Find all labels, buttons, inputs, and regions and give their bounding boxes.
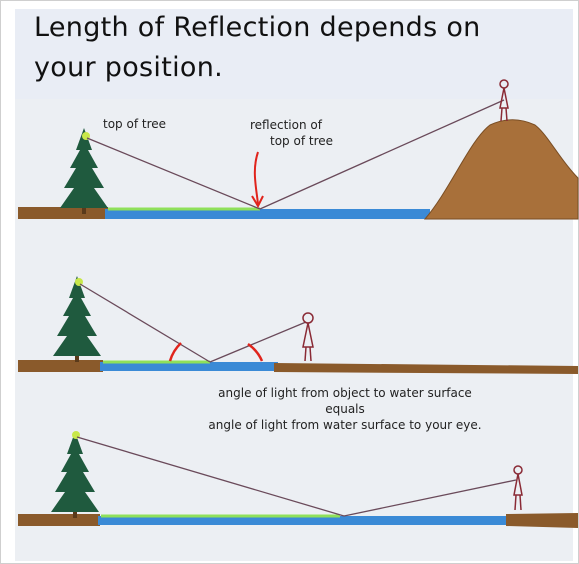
panel-1-water xyxy=(105,209,430,219)
panel-1-hill-view xyxy=(18,79,579,220)
panel-3-ray-incoming xyxy=(76,436,345,517)
panel-3-ray-reflected xyxy=(343,479,517,517)
title-line-1: Length of Reflection depends on xyxy=(34,12,481,43)
label-reflection-line-1: reflection of xyxy=(250,118,322,132)
panel-3-ground-right xyxy=(506,513,578,528)
panel-2-ray-incoming xyxy=(79,283,211,363)
panel-3-far-view xyxy=(18,431,578,528)
panel-2-ray-reflected xyxy=(209,321,307,363)
title-band xyxy=(15,9,573,99)
label-top-of-tree: top of tree xyxy=(103,117,166,131)
caption-line-1: angle of light from object to water surf… xyxy=(218,386,472,400)
panel-2-ground-right xyxy=(274,363,578,374)
caption-line-3: angle of light from water surface to you… xyxy=(208,418,482,432)
title-line-2: your position. xyxy=(34,52,224,83)
panel-2-tree-icon xyxy=(53,276,101,362)
panel-1-hill xyxy=(423,119,579,220)
panel-1-ground-left xyxy=(18,207,108,219)
panel-2-person-icon xyxy=(302,312,314,362)
panel-1-ray-incoming xyxy=(86,137,261,210)
panel-2-water xyxy=(100,362,278,371)
panel-1-person-icon xyxy=(499,79,509,122)
panel-1-reflection-arrow xyxy=(251,151,264,209)
panel-2-ground-left xyxy=(18,360,103,372)
panel-3-tree-icon xyxy=(51,432,99,518)
panel-2-level-view xyxy=(18,276,578,374)
panel-1-ray-reflected xyxy=(259,99,505,210)
panel-2-angle-arc-left xyxy=(168,342,182,362)
caption-line-2: equals xyxy=(325,402,365,416)
label-reflection-line-2: top of tree xyxy=(270,134,333,148)
panel-3-ground-left xyxy=(18,514,100,526)
panel-1-tree-icon xyxy=(60,128,108,214)
panel-2-angle-arc-right xyxy=(247,342,264,362)
panel-3-person-icon xyxy=(513,465,523,511)
panel-3-water xyxy=(98,516,510,525)
